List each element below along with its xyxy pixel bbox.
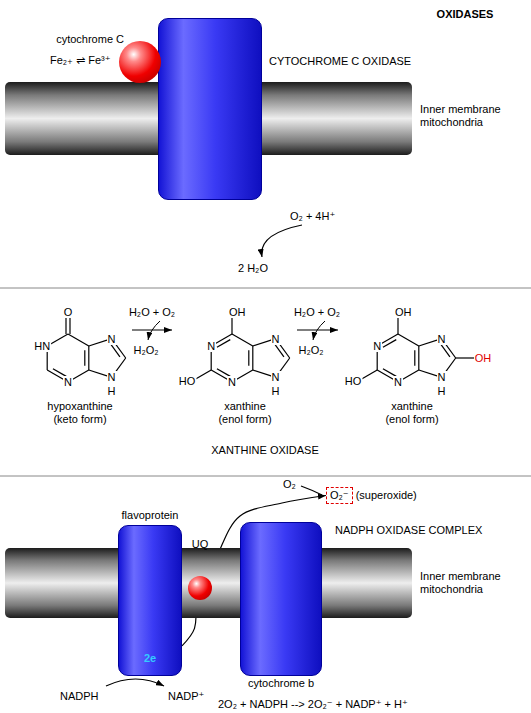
- atom-label: H: [437, 385, 447, 397]
- node-label: cytochrome C: [56, 33, 124, 46]
- bond-line: [414, 350, 415, 365]
- cytochrome-b: cytochrome b: [240, 522, 322, 676]
- panel-title: OXIDASES: [437, 8, 494, 21]
- bond-line: [398, 334, 419, 346]
- bond-line: [84, 350, 85, 365]
- reaction-arrow: [262, 225, 302, 257]
- node-label: (superoxide): [356, 489, 417, 502]
- flavoprotein: flavoprotein2e: [118, 525, 182, 676]
- atom-label: O: [63, 306, 74, 318]
- atom-label: N: [372, 340, 382, 352]
- ubiquinone: UQ: [188, 576, 212, 600]
- node-label: CYTOCHROME C OXIDASE: [269, 55, 411, 68]
- atom-label: N: [437, 371, 447, 383]
- product-label: NADP⁺: [168, 690, 204, 703]
- panel-separator: [0, 288, 531, 289]
- compound-form: (enol form): [385, 413, 438, 426]
- bond-line: [275, 344, 284, 356]
- compound-name: hypoxanthine: [47, 400, 112, 413]
- bond-line: [68, 334, 89, 346]
- node-label: UQ: [192, 538, 209, 551]
- enzyme-complex: CYTOCHROME C OXIDASE: [158, 18, 262, 200]
- panel-title: NADPH OXIDASE COMPLEX: [335, 524, 482, 537]
- atom-label: H: [271, 385, 281, 397]
- reagent-arrow: [148, 321, 160, 340]
- reactant-label: O₂ + 4H⁺: [290, 210, 335, 223]
- oxygen-label: O₂: [283, 478, 296, 491]
- bond-line: [248, 350, 249, 365]
- compound-name: xanthine: [224, 400, 266, 413]
- atom-label: OH: [228, 306, 247, 318]
- byproduct-label: H₂O₂: [298, 344, 323, 357]
- atom-label: H: [107, 385, 117, 397]
- panel-title: XANTHINE OXIDASE: [211, 444, 319, 457]
- compound-form: (enol form): [218, 413, 271, 426]
- bond-line: [88, 346, 89, 370]
- atom-label: HN: [33, 340, 51, 352]
- reagent-label: H₂O + O₂: [294, 306, 340, 319]
- superoxide-box: O₂⁻(superoxide): [326, 487, 353, 504]
- node-label: flavoprotein: [122, 509, 179, 522]
- atom-label: N: [271, 333, 281, 345]
- node-label: 2e: [144, 652, 156, 665]
- bond-line: [111, 344, 120, 356]
- atom-label: N: [206, 340, 216, 352]
- bond-line: [252, 346, 253, 370]
- atom-label: N: [393, 376, 403, 388]
- bond-line: [441, 344, 450, 356]
- byproduct-label: H₂O₂: [133, 344, 158, 357]
- bond-line: [217, 340, 230, 348]
- atom-label: N: [107, 371, 117, 383]
- atom-label: N: [271, 371, 281, 383]
- compound-name: xanthine: [391, 400, 433, 413]
- node-label: cytochrome b: [248, 677, 314, 690]
- panel-separator: [0, 476, 531, 477]
- atom-label: N: [227, 376, 237, 388]
- atom-label: HO: [178, 375, 197, 387]
- equilibrium-label: Fe₂₊ ⇌ Fe³⁺: [50, 54, 111, 67]
- atom-label: N: [63, 376, 73, 388]
- reagent-arrow: [313, 321, 325, 340]
- atom-label: HO: [344, 375, 363, 387]
- product-label: 2 H₂O: [238, 262, 268, 275]
- reagent-label: H₂O + O₂: [129, 306, 175, 319]
- node-label: Inner membrane mitochondria: [420, 570, 515, 596]
- atom-label: OH: [394, 306, 413, 318]
- reactant-label: NADPH: [60, 690, 99, 703]
- oxygen-line: [301, 486, 322, 495]
- bond-line: [418, 346, 419, 370]
- compound-form: (keto form): [53, 413, 106, 426]
- node-label: Inner membrane mitochondria: [420, 103, 515, 129]
- node-label: O₂⁻: [330, 489, 349, 502]
- cytochrome-c: cytochrome C: [119, 41, 161, 83]
- reaction-arrow: [106, 679, 164, 686]
- atom-label: N: [437, 333, 447, 345]
- equation-label: 2O₂ + NADPH --> 2O₂⁻ + NADP⁺ + H⁺: [218, 698, 408, 711]
- bond-line: [232, 334, 253, 346]
- bond-line: [383, 340, 396, 348]
- atom-label: OH: [474, 352, 493, 364]
- atom-label: N: [107, 333, 117, 345]
